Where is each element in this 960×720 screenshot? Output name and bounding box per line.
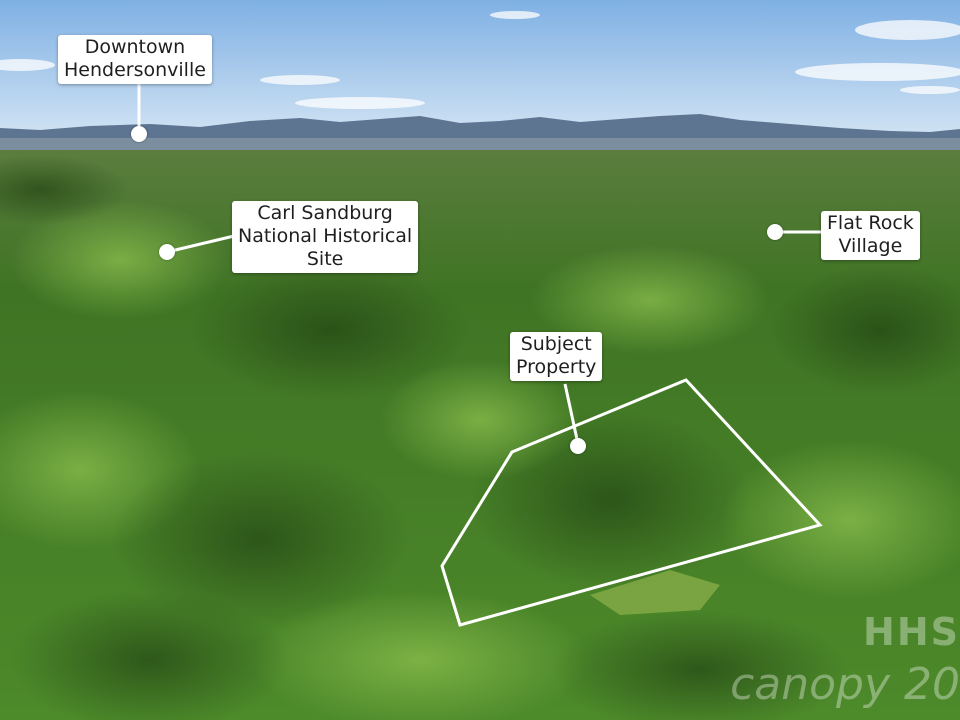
carl-sandburg-label: Carl Sandburg National Historical Site — [232, 201, 419, 273]
forest-texture — [0, 155, 960, 720]
subject-property-label: Subject Property — [510, 332, 603, 381]
subject-property-marker — [570, 438, 586, 454]
carl-sandburg-marker — [159, 244, 175, 260]
subject-property-boundary — [440, 378, 823, 627]
clouds — [0, 11, 960, 109]
watermark: HHS canopy 20 — [700, 610, 960, 720]
clearing — [590, 570, 720, 615]
flat-rock-village-marker — [767, 224, 783, 240]
annotation-leaders — [137, 82, 823, 445]
downtown-hendersonville-label: Downtown Hendersonville — [58, 35, 212, 84]
flat-rock-village-label: Flat Rock Village — [821, 211, 920, 260]
watermark-top: HHS — [863, 610, 960, 654]
downtown-hendersonville-marker — [131, 126, 147, 142]
watermark-bottom: canopy 20 — [730, 659, 960, 710]
